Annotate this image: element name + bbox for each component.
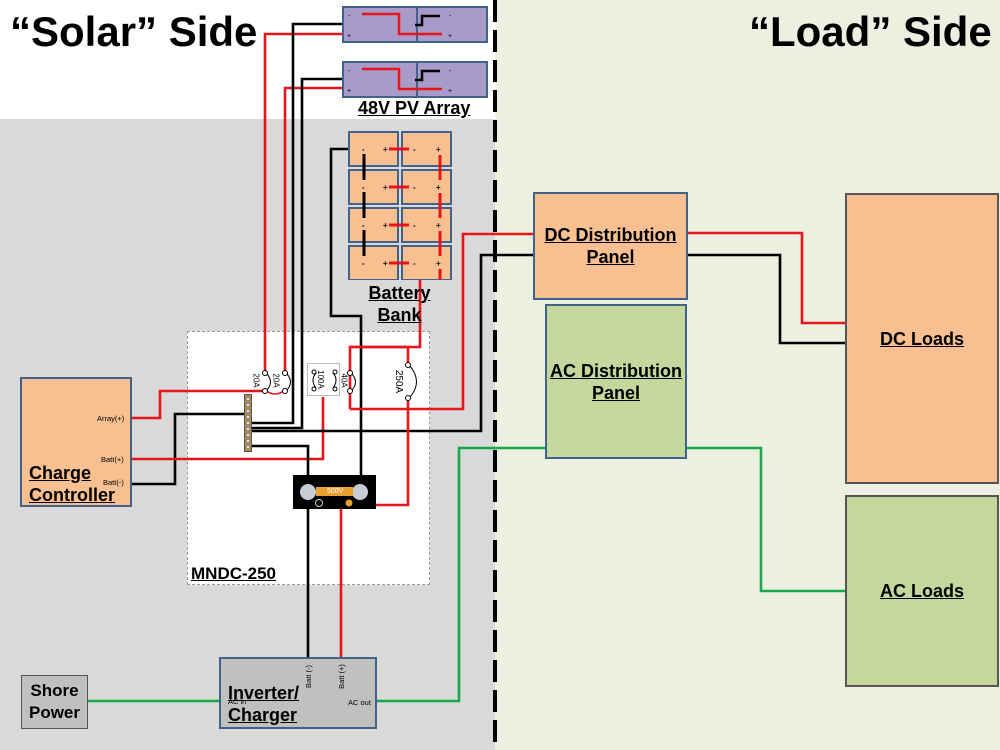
ac-loads-wire [686, 446, 846, 593]
inverter-charger-label: Inverter/ Charger [228, 683, 300, 725]
breaker-pv2[interactable] [268, 370, 294, 399]
svg-text:-: - [413, 145, 416, 154]
dc-loads-label: DC Loads [879, 328, 964, 349]
svg-text:+: + [383, 145, 388, 154]
dc-distribution-panel-label: DC Distribution Panel [544, 225, 677, 267]
breaker-pv1-rating: 20A [251, 373, 261, 388]
solar-load-divider [493, 0, 497, 750]
mndc-label: MNDC-250 [191, 564, 277, 583]
ac-loads-label: AC Loads [879, 581, 964, 601]
negative-busbar [244, 394, 252, 452]
svg-text:+: + [347, 33, 351, 40]
inverter-positive-wire [339, 396, 410, 657]
shore-power[interactable]: Shore Power [21, 675, 88, 729]
ac-loads[interactable]: AC Loads [845, 495, 999, 687]
load-side-title: “Load” Side [749, 8, 992, 55]
breaker-40a[interactable] [345, 370, 361, 399]
cc-batt-negative-wire [132, 412, 248, 486]
svg-text:+: + [448, 88, 452, 95]
dc-loads-positive-wire [687, 231, 846, 325]
inverter-ac-out-wire [376, 446, 545, 703]
bus-positive-wire [350, 345, 410, 365]
svg-text:-: - [362, 183, 365, 192]
inverter-batt-plus-terminal: Batt (+) [336, 664, 346, 689]
inverter-charger[interactable] [219, 657, 377, 729]
breaker-250a[interactable] [403, 362, 425, 407]
pv1-positive-wire [263, 32, 342, 372]
svg-text:-: - [449, 68, 452, 75]
battery-negative-wire [329, 147, 363, 477]
svg-text:+: + [436, 221, 441, 230]
cc-batt-plus-terminal: Batt(+) [101, 455, 124, 464]
svg-text:-: - [413, 183, 416, 192]
battery-bank-label: Battery Bank [368, 283, 431, 325]
breaker-100a[interactable] [307, 363, 340, 396]
dc-panel-positive-wire [350, 232, 533, 411]
svg-text:-: - [348, 13, 351, 20]
pv-array-label: 48V PV Array [358, 98, 471, 118]
shunt: 500V [293, 475, 376, 509]
svg-text:-: - [413, 221, 416, 230]
dc-loads-negative-wire [687, 253, 846, 345]
ac-distribution-panel-label: AC Distribution Panel [550, 360, 682, 403]
ac-distribution-panel[interactable]: AC Distribution Panel [545, 304, 687, 459]
inverter-ac-in-terminal: AC in [228, 697, 247, 706]
svg-text:+: + [436, 183, 441, 192]
cc-array-positive-wire [132, 389, 265, 420]
charge-controller[interactable] [20, 377, 132, 507]
pv-panel-2: - + - + [342, 61, 488, 98]
dc-distribution-panel[interactable]: DC Distribution Panel [533, 192, 688, 300]
inverter-batt-minus-terminal: Batt (-) [303, 665, 313, 688]
dc-panel-negative-wire [250, 253, 533, 433]
svg-text:+: + [383, 259, 388, 268]
svg-text:-: - [413, 259, 416, 268]
svg-text:-: - [362, 259, 365, 268]
shunt-label: 500V [327, 488, 344, 495]
svg-text:-: - [362, 145, 365, 154]
svg-text:-: - [362, 221, 365, 230]
battery-bank: - + - + - + - + - + - + - + - + [347, 130, 454, 281]
svg-text:-: - [348, 68, 351, 75]
pv-panel-1: - + - + [342, 6, 488, 43]
pv2-positive-wire [283, 86, 342, 372]
cc-batt-positive-wire [132, 397, 325, 461]
solar-side-title: “Solar” Side [10, 8, 258, 55]
breaker-pv2-rating: 20A [271, 373, 281, 388]
charge-controller-label: Charge Controller [29, 463, 116, 505]
svg-text:+: + [383, 183, 388, 192]
svg-text:+: + [383, 221, 388, 230]
cc-array-plus-terminal: Array(+) [97, 414, 125, 423]
breaker-pv1[interactable] [248, 370, 274, 399]
svg-text:+: + [436, 259, 441, 268]
dc-loads[interactable]: DC Loads [845, 193, 999, 484]
breaker-250a-rating: 250A [393, 369, 405, 394]
svg-text:+: + [436, 145, 441, 154]
svg-text:-: - [449, 13, 452, 20]
shore-power-label: Shore Power [28, 681, 81, 722]
breaker-100a-rating: 100A [315, 370, 325, 389]
breaker-40a-rating: 40A [339, 373, 349, 388]
cc-batt-minus-terminal: Batt(-) [103, 478, 124, 487]
inverter-ac-out-terminal: AC out [348, 698, 371, 707]
busbar-to-shunt-wire [250, 444, 310, 477]
svg-text:+: + [347, 88, 351, 95]
svg-text:+: + [448, 33, 452, 40]
